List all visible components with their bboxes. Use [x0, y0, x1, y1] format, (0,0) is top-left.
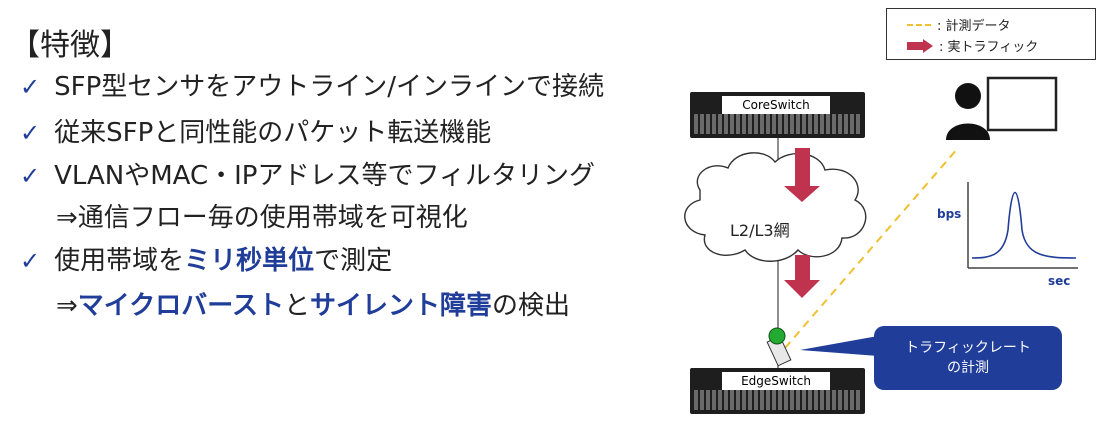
feature-item-4: ✓ 使用帯域をミリ秒単位で測定	[20, 240, 392, 277]
legend-traffic: : 実トラフィック	[907, 36, 1038, 55]
graph-ylabel: bps	[937, 207, 962, 221]
callout-line-2: の計測	[946, 360, 989, 376]
feature-item-2: ✓ 従来SFPと同性能のパケット転送機能	[20, 112, 491, 149]
feature-text-pre: 使用帯域を	[54, 246, 185, 276]
traffic-arrow-icon	[907, 38, 933, 53]
switch-ports	[694, 114, 861, 134]
legend-measure-label: : 計測データ	[937, 19, 1011, 34]
highlight-microburst: マイクロバースト	[77, 291, 284, 321]
feature-item-1: ✓ SFP型センサをアウトライン/インラインで接続	[20, 66, 604, 103]
feature-text: VLANやMAC・IPアドレス等でフィルタリング	[54, 161, 595, 191]
check-icon: ✓	[20, 162, 41, 190]
legend-box: : 計測データ : 実トラフィック	[886, 8, 1096, 60]
feature-text: SFP型センサをアウトライン/インラインで接続	[54, 72, 605, 102]
check-icon: ✓	[20, 247, 41, 275]
check-icon: ✓	[20, 73, 41, 101]
check-icon: ✓	[20, 119, 41, 147]
feature-sub-1: ⇒通信フロー毎の使用帯域を可視化	[56, 203, 468, 233]
feature-item-3: ✓ VLANやMAC・IPアドレス等でフィルタリング	[20, 155, 595, 192]
legend-measure: : 計測データ	[907, 15, 1011, 34]
cloud-label: L2/L3網	[730, 221, 790, 240]
core-switch-label: CoreSwitch	[722, 96, 830, 114]
switch-ports	[694, 390, 861, 410]
traffic-arrow-top	[784, 148, 820, 202]
traffic-arrow-bottom	[784, 255, 820, 298]
feature-text-post: で測定	[314, 246, 393, 276]
edge-switch: EdgeSwitch	[690, 368, 865, 414]
sub-post: の検出	[492, 291, 571, 321]
dashed-line-icon	[907, 23, 931, 26]
sub-arrow: ⇒	[56, 291, 78, 321]
cloud-shape	[684, 152, 867, 262]
measurement-line	[784, 147, 959, 349]
bandwidth-graph	[967, 182, 1078, 269]
sfp-sensor-icon	[766, 327, 792, 367]
measurement-callout: トラフィックレート の計測	[874, 326, 1062, 390]
sub-mid: と	[283, 291, 310, 321]
heading: 【特徴】	[10, 28, 130, 63]
graph-xlabel: sec	[1048, 274, 1071, 288]
callout-pointer	[800, 336, 878, 356]
legend-traffic-label: : 実トラフィック	[939, 40, 1039, 55]
feature-text: 従来SFPと同性能のパケット転送機能	[54, 118, 492, 148]
core-switch: CoreSwitch	[690, 92, 865, 138]
operator-computer-icon	[946, 76, 1058, 140]
feature-sub-2: ⇒マイクロバーストとサイレント障害の検出	[56, 285, 570, 322]
feature-text-highlight: ミリ秒単位	[184, 246, 315, 276]
edge-switch-label: EdgeSwitch	[722, 372, 830, 390]
callout-line-1: トラフィックレート	[905, 340, 1031, 356]
highlight-silent-failure: サイレント障害	[310, 291, 493, 321]
